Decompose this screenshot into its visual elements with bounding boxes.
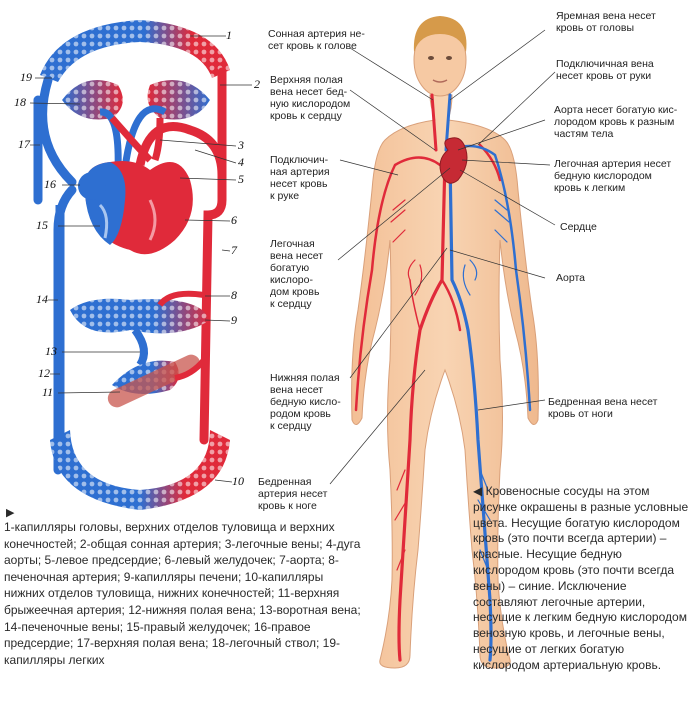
portal-vein	[131, 327, 148, 368]
label-aorta-rich: Аорта несет богатую кис- лородом кровь к…	[554, 104, 678, 140]
legend-text: 1-капилляры головы, верхних отделов туло…	[4, 520, 361, 667]
number-4: 4	[238, 155, 244, 169]
figure-leaders	[329, 29, 556, 485]
number-16: 16	[44, 177, 56, 191]
lower-capillaries	[50, 430, 230, 510]
numbered-legend: ▶ 1-капилляры головы, верхних отделов ту…	[4, 507, 364, 668]
circulation-schematic	[29, 20, 252, 510]
caption: ◀ Кровеносные сосуды на этом рисунке окр…	[473, 484, 689, 674]
mesenteric-artery	[174, 358, 207, 381]
label-aorta: Аорта	[556, 272, 585, 284]
head-capillaries	[40, 20, 230, 82]
number-7: 7	[231, 243, 237, 257]
label-subclavian-artery: Подключич- ная артерия несет кровь к рук…	[270, 154, 330, 202]
label-inferior-vena-cava: Нижняя полая вена несет бедную кисло- ро…	[270, 372, 341, 432]
number-5: 5	[238, 172, 244, 186]
label-pulmonary-vein: Легочная вена несет богатую кислоро- дом…	[270, 238, 324, 310]
liver-capillaries	[70, 298, 210, 334]
veins	[444, 93, 532, 662]
number-19: 19	[20, 70, 32, 84]
number-11: 11	[42, 385, 54, 399]
number-14: 14	[36, 292, 48, 306]
number-17: 17	[18, 137, 30, 151]
number-leaders	[29, 35, 252, 483]
label-heart: Сердце	[560, 221, 597, 233]
number-18: 18	[14, 95, 26, 109]
label-superior-vena-cava: Верхняя полая вена несет бед- ную кислор…	[270, 74, 351, 122]
human-figure	[351, 16, 539, 669]
number-2: 2	[254, 77, 260, 91]
superior-vena-cava	[38, 75, 77, 187]
number-8: 8	[231, 288, 237, 302]
aorta-vessel	[199, 67, 227, 445]
heart-schematic	[78, 161, 193, 255]
hepatic-artery	[157, 290, 205, 307]
number-6: 6	[231, 213, 237, 227]
number-12: 12	[38, 366, 50, 380]
legend-marker: ▶	[6, 507, 15, 519]
label-carotid-artery: Сонная артерия не- сет кровь к голове	[268, 28, 365, 52]
number-15: 15	[36, 218, 48, 232]
number-3: 3	[238, 138, 244, 152]
number-1: 1	[226, 28, 232, 42]
label-pulmonary-artery: Легочная артерия несет бедную кислородом…	[554, 158, 672, 194]
number-13: 13	[45, 344, 57, 358]
label-subclavian-vein: Подключичная вена несет кровь от руки	[556, 58, 654, 82]
lung-capillaries	[62, 80, 210, 120]
right-atrium	[78, 172, 106, 200]
intestine-capillaries	[107, 354, 201, 408]
aortic-arch	[135, 122, 227, 176]
label-jugular-vein: Яремная вена несет кровь от головы	[556, 10, 656, 34]
label-femoral-vein: Бедренная вена несет кровь от ноги	[548, 396, 658, 420]
number-10: 10	[232, 474, 244, 488]
pulmonary-veins	[109, 115, 164, 163]
label-femoral-artery: Бедренная артерия несет кровь к ноге	[258, 476, 328, 512]
number-9: 9	[231, 313, 237, 327]
caption-text: ◀ Кровеносные сосуды на этом рисунке окр…	[473, 484, 689, 672]
